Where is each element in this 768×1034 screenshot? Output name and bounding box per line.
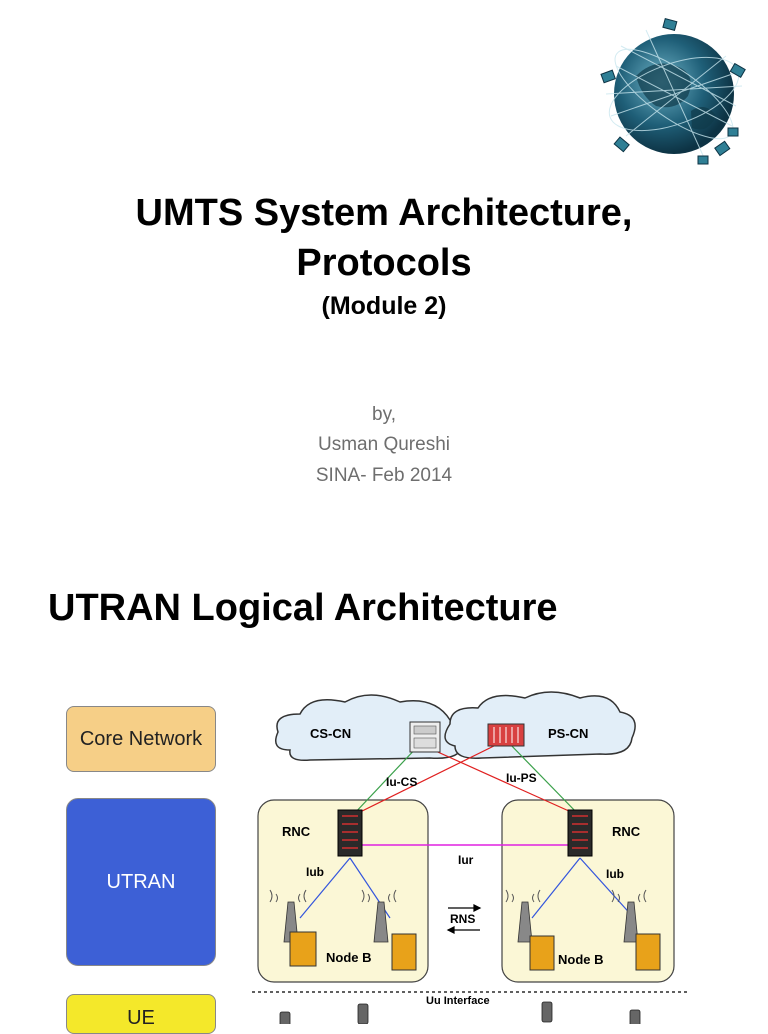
author-name: Usman Qureshi: [318, 434, 450, 455]
slide-subtitle: (Module 2): [321, 292, 447, 320]
iub-left-link-1: [299, 857, 351, 919]
slide2-title: UTRAN Logical Architecture: [48, 587, 558, 629]
iu-ps-label: Iu-PS: [506, 771, 537, 785]
rnc-right-label: RNC: [612, 824, 641, 839]
node-b-left-label: Node B: [326, 950, 372, 965]
iub-right-link-1: [531, 857, 581, 919]
date-line: SINA- Feb 2014: [315, 465, 453, 486]
rns-label: RNS: [450, 912, 475, 926]
slide-title-line2: Protocols: [296, 242, 472, 284]
node-b-right-label: Node B: [558, 952, 604, 967]
node-b-right-1-icon: [505, 889, 555, 971]
rns-arrows-icon: [446, 904, 482, 934]
legend-core-network: Core Network: [66, 706, 216, 772]
iub-right-label: Iub: [606, 867, 624, 881]
rnc-left-rack-icon: [337, 809, 363, 857]
rnc-right-rack-icon: [567, 809, 593, 857]
iur-label: Iur: [458, 853, 474, 867]
by-label: by,: [372, 404, 396, 425]
uu-interface-label: Uu Interface: [426, 995, 490, 1007]
iu-ps-link-red: [351, 739, 507, 817]
legend-utran: UTRAN: [66, 798, 216, 966]
iu-cs-link-green: [351, 743, 421, 817]
node-b-left-2-icon: [361, 889, 417, 971]
ps-cn-label: PS-CN: [548, 726, 588, 741]
iu-ps-link-green: [505, 739, 581, 817]
slide-title-line1: UMTS System Architecture,: [135, 192, 633, 234]
ps-cn-router-icon: [487, 723, 525, 747]
cs-cn-label: CS-CN: [310, 726, 351, 741]
globe-logo-icon: [600, 17, 746, 165]
node-b-right-2-icon: [611, 889, 661, 971]
rnc-left-label: RNC: [282, 824, 311, 839]
iu-cs-label: Iu-CS: [386, 775, 417, 789]
iub-left-label: Iub: [306, 865, 324, 879]
iub-right-link-2: [579, 857, 635, 919]
ps-cn-cloud: [444, 691, 636, 759]
legend-ue: UE: [66, 994, 216, 1034]
cs-cn-switch-icon: [409, 721, 441, 753]
utran-architecture-diagram: CS-CN PS-CN Iu-CS Iu-PS RNC RNC Iur Iub …: [252, 691, 690, 1024]
iu-cs-link-red: [419, 743, 581, 817]
title-slide: UMTS System Architecture, Protocols (Mod…: [135, 17, 746, 486]
ue-handsets-icon: [279, 1001, 641, 1024]
node-b-left-1-icon: [269, 889, 317, 967]
